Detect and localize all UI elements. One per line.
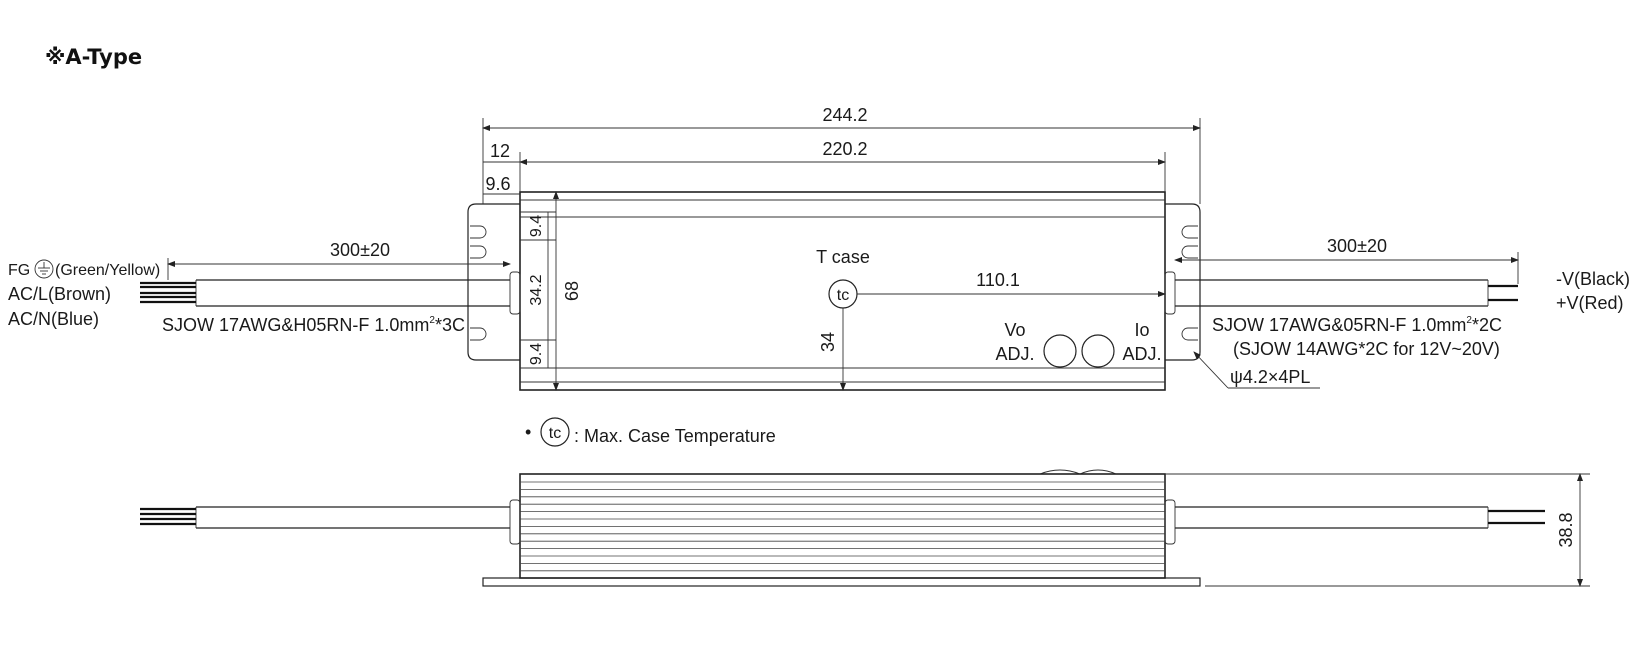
side-gland-left bbox=[509, 499, 521, 545]
legend-tc-symbol: tc bbox=[549, 425, 561, 442]
cable-left-spec-post: *3C bbox=[435, 315, 465, 335]
slot-top-left bbox=[470, 225, 487, 239]
dim-body-length: 220.2 bbox=[822, 139, 867, 159]
wires-left bbox=[140, 281, 196, 304]
dim-tc-x: 110.1 bbox=[976, 270, 1020, 290]
slot-upper-left bbox=[470, 245, 487, 259]
fg-prefix: FG bbox=[8, 262, 30, 279]
dim-cable-left: 300±20 bbox=[330, 240, 390, 260]
gland-left bbox=[509, 271, 521, 315]
io-label: Io bbox=[1134, 320, 1149, 340]
ac-l-label: AC/L(Brown) bbox=[8, 284, 111, 304]
side-wires-right bbox=[1488, 509, 1545, 525]
v-plus-label: +V(Red) bbox=[1556, 293, 1624, 313]
slot-upper-right bbox=[1181, 245, 1198, 259]
dim-mount-offset: 9.6 bbox=[485, 174, 510, 194]
fg-color: (Green/Yellow) bbox=[55, 262, 160, 279]
cable-left-spec: SJOW 17AWG&H05RN-F 1.0mm2*3C bbox=[162, 315, 465, 335]
cable-right-spec-post: *2C bbox=[1472, 315, 1502, 335]
top-view: 244.2 220.2 12 9.6 9.4 34.2 9.4 68 T cas… bbox=[8, 105, 1630, 391]
cable-right-spec-sup: 2 bbox=[1466, 315, 1472, 326]
cable-right-spec: SJOW 17AWG&05RN-F 1.0mm2*2C bbox=[1212, 315, 1502, 335]
tc-legend: • tc : Max. Case Temperature bbox=[525, 417, 776, 447]
gland-right bbox=[1164, 271, 1176, 315]
vo-adj-potentiometer-icon bbox=[1043, 334, 1077, 368]
hole-callout: ψ4.2×4PL bbox=[1230, 367, 1310, 387]
slot-top-right bbox=[1181, 225, 1198, 239]
v-minus-label: -V(Black) bbox=[1556, 269, 1630, 289]
legend-tc-icon bbox=[540, 417, 570, 447]
fg-label: FG bbox=[8, 262, 30, 279]
pot-bumps bbox=[1039, 469, 1117, 475]
io-adj-label: ADJ. bbox=[1122, 344, 1161, 364]
cooling-fins bbox=[520, 481, 1165, 572]
legend-bullet: • bbox=[525, 422, 531, 442]
hole-leader bbox=[1193, 351, 1229, 389]
side-view: 38.8 bbox=[140, 469, 1590, 587]
side-flange bbox=[482, 577, 1201, 587]
io-adj-potentiometer-icon bbox=[1081, 334, 1115, 368]
dim-hole-mid: 34.2 bbox=[528, 274, 545, 305]
dim-cable-right: 300±20 bbox=[1327, 236, 1387, 256]
dim-overall-length: 244.2 bbox=[822, 105, 867, 125]
dim-hole-top: 9.4 bbox=[528, 215, 545, 237]
slot-lower-left bbox=[470, 327, 487, 341]
cable-right-spec-main: SJOW 17AWG&05RN-F 1.0mm bbox=[1212, 315, 1466, 335]
tcase-label: T case bbox=[816, 247, 870, 267]
slot-lower-right bbox=[1181, 327, 1198, 341]
dim-flange-offset: 12 bbox=[490, 141, 510, 161]
side-gland-right bbox=[1164, 499, 1176, 545]
cable-right-spec-alt: (SJOW 14AWG*2C for 12V~20V) bbox=[1233, 339, 1500, 359]
dim-height: 38.8 bbox=[1556, 512, 1576, 547]
cable-left-spec-main: SJOW 17AWG&H05RN-F 1.0mm bbox=[162, 315, 429, 335]
dim-body-width: 68 bbox=[562, 281, 582, 301]
side-wires-left bbox=[140, 507, 196, 526]
ground-icon bbox=[34, 259, 54, 279]
tc-symbol: tc bbox=[837, 287, 849, 304]
dim-hole-bottom: 9.4 bbox=[528, 343, 545, 365]
vo-label: Vo bbox=[1004, 320, 1025, 340]
wires-right bbox=[1488, 284, 1518, 302]
dim-tc-y: 34 bbox=[818, 332, 838, 352]
vo-adj-label: ADJ. bbox=[995, 344, 1034, 364]
diagram-title: ※A-Type bbox=[45, 45, 142, 69]
cable-left-spec-sup: 2 bbox=[429, 315, 435, 326]
legend-text: : Max. Case Temperature bbox=[574, 426, 776, 446]
ac-n-label: AC/N(Blue) bbox=[8, 309, 99, 329]
